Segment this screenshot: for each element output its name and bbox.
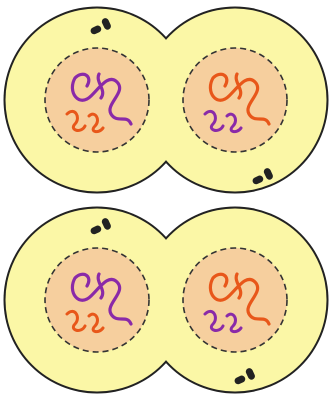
cell-1-nucleus-2 bbox=[183, 48, 287, 152]
cell-2-nucleus-1 bbox=[45, 248, 149, 352]
cell-2 bbox=[4, 207, 329, 394]
cell-1-nucleus-1 bbox=[45, 48, 149, 152]
cell-1 bbox=[4, 7, 329, 194]
cell-2-nucleus-2 bbox=[183, 248, 287, 352]
